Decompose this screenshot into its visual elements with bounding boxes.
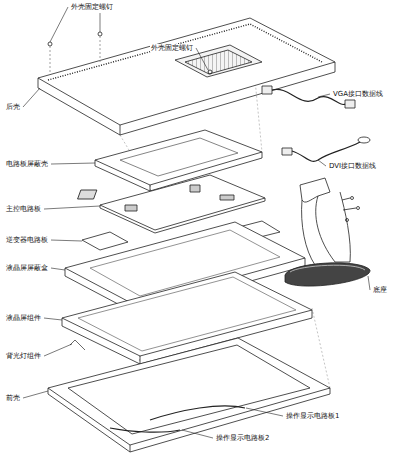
board-shield-shell (95, 130, 262, 191)
dvi-cable-part (358, 137, 370, 143)
rear-shell-part (48, 42, 52, 46)
stand-part (357, 207, 360, 210)
rear-shell-part (98, 32, 102, 36)
leader-line (51, 240, 82, 242)
lcd-assembly-part (78, 277, 296, 351)
leader-line (44, 344, 72, 356)
part-label: 操作显示电路板2 (215, 434, 270, 442)
stand-part (351, 197, 354, 200)
lcd-assembly-part (62, 272, 312, 356)
part-label: DVI接口数据线 (328, 162, 377, 170)
stand-part (302, 196, 318, 202)
leader-line (318, 94, 330, 97)
leader-line (368, 276, 370, 290)
vga-cable-part (345, 100, 355, 108)
front-bezel-part (130, 445, 131, 452)
part-label: 操作显示电路板1 (285, 412, 340, 420)
dvi-cable-part (292, 142, 360, 161)
rear-shell-part (208, 70, 212, 74)
leader-line (318, 160, 326, 166)
front-bezel-part (110, 428, 180, 432)
main-board-part (125, 205, 137, 211)
rear-shell-part (38, 62, 335, 135)
part-label: 电路板屏蔽壳 (5, 160, 49, 168)
main-board-part (100, 175, 265, 230)
stand (285, 178, 370, 286)
leader-line (50, 7, 68, 42)
rear-shell-part (48, 24, 322, 80)
leader-line (44, 206, 100, 209)
leader-line (196, 48, 208, 70)
main-board-part (220, 195, 234, 200)
alignment-lines-part (312, 308, 330, 388)
stand-part (343, 208, 356, 210)
rear-shell-part (100, 36, 101, 62)
front-bezel (48, 338, 330, 452)
part-label: 底座 (372, 286, 388, 294)
front-bezel-part (68, 345, 310, 434)
part-label: 液晶屏组件 (5, 314, 42, 322)
front-bezel-part (150, 406, 245, 420)
part-label: 液晶屏屏蔽盒 (5, 264, 49, 272)
rear-shell-part (120, 125, 121, 135)
vga-cable-part (262, 86, 272, 94)
leader-line (23, 88, 40, 107)
inverter-board-part (82, 232, 128, 250)
board-shield-shell-part (150, 185, 151, 191)
leader-line (44, 318, 62, 320)
part-label: 后壳 (5, 103, 21, 111)
lcd-assembly-part (140, 356, 141, 364)
leader-line (246, 408, 283, 416)
leader-line (51, 268, 65, 270)
stand-part (290, 265, 365, 272)
part-label: 前壳 (5, 394, 21, 402)
rear-shell-part (185, 50, 252, 74)
stand-part (285, 263, 370, 286)
rear-shell (38, 18, 335, 135)
rear-shell-part (38, 18, 335, 125)
front-bezel-part (48, 338, 330, 445)
leader-line (100, 13, 101, 32)
main-board-part (190, 185, 200, 192)
main-board-part (78, 190, 97, 199)
lcd-assembly-part (70, 340, 85, 350)
part-label: 外壳固定螺钉 (70, 3, 114, 11)
dvi-cable-part (282, 148, 292, 155)
part-label: VGA接口数据线 (332, 90, 384, 98)
dvi-cable (282, 137, 370, 161)
stand-part (300, 185, 315, 265)
rear-shell-part (50, 46, 51, 72)
leader-line (182, 430, 213, 438)
part-label: 逆变器电路板 (5, 236, 49, 244)
part-label: 外壳固定螺钉 (150, 44, 194, 52)
leader-line (23, 391, 48, 398)
stand-part (342, 198, 350, 200)
board-shield-shell-part (95, 130, 262, 185)
stand-part (322, 210, 336, 248)
stand-part (346, 219, 349, 222)
lcd-assembly (62, 272, 312, 364)
part-label: 主控电路板 (5, 205, 42, 213)
part-label: 背光灯组件 (5, 352, 42, 360)
board-shield-shell-part (120, 138, 238, 176)
leader-line (51, 163, 95, 164)
